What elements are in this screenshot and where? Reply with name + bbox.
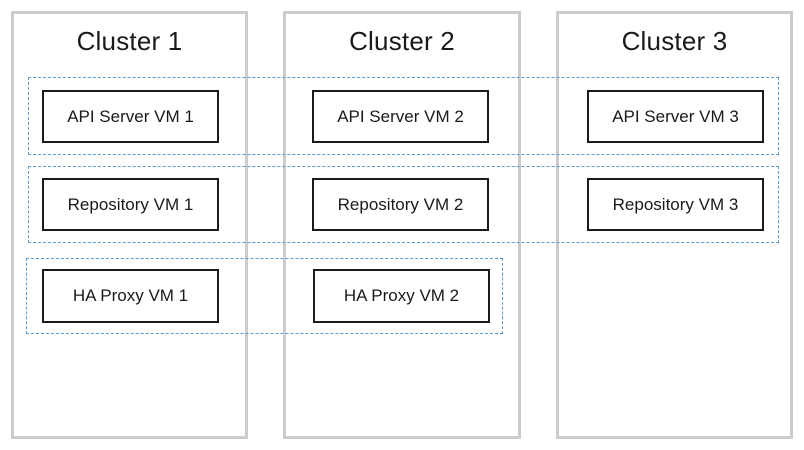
- repository-vm-2: Repository VM 2: [312, 178, 489, 231]
- ha-proxy-group: [26, 258, 503, 334]
- api-server-vm-3: API Server VM 3: [587, 90, 764, 143]
- ha-proxy-vm-1: HA Proxy VM 1: [42, 269, 219, 323]
- ha-proxy-vm-2: HA Proxy VM 2: [313, 269, 490, 323]
- cluster-title: Cluster 3: [621, 26, 728, 56]
- api-server-vm-1: API Server VM 1: [42, 90, 219, 143]
- cluster-title: Cluster 1: [76, 26, 183, 56]
- api-server-vm-2: API Server VM 2: [312, 90, 489, 143]
- cluster-title: Cluster 2: [349, 26, 455, 56]
- repository-group: [28, 166, 779, 243]
- repository-vm-3: Repository VM 3: [587, 178, 764, 231]
- api-server-group: [28, 77, 779, 155]
- repository-vm-1: Repository VM 1: [42, 178, 219, 231]
